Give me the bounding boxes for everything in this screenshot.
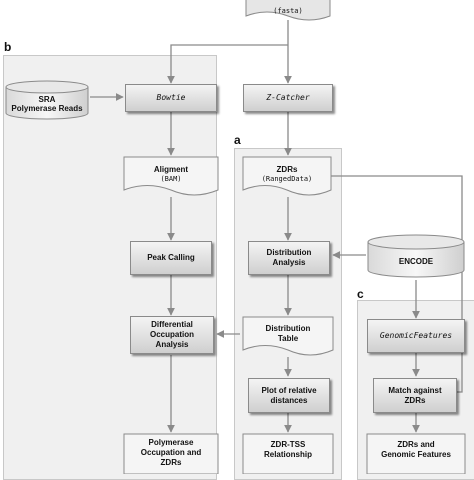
sra-title: SRA <box>38 95 56 104</box>
sra-subtitle: Polymerase Reads <box>11 104 83 113</box>
zdrs-node: ZDRs (RangedData) <box>242 156 332 198</box>
distribution-analysis-node: Distribution Analysis <box>248 241 330 275</box>
polymerase-line1: Polymerase <box>148 438 194 447</box>
arrow-split-bowtie <box>167 44 288 84</box>
polymerase-occupation-node: Polymerase Occupation and ZDRs <box>123 433 219 474</box>
alignment-node: Aligment (BAM) <box>123 156 219 198</box>
plot-distances-line1: Plot of relative <box>261 385 317 395</box>
zdrs-format: (RangedData) <box>261 174 313 183</box>
match-zdrs-line2: ZDRs <box>404 395 426 405</box>
zcatcher-node: Z-Catcher <box>243 84 333 112</box>
zdrs-genomic-node: ZDRs and Genomic Features <box>366 433 466 474</box>
fasta-input-format: (fasta) <box>273 6 303 15</box>
genomicfeatures-node: GenomicFeatures <box>367 319 465 353</box>
zdr-tss-node: ZDR-TSS Relationship <box>242 433 334 474</box>
fasta-input-node: (fasta) <box>245 0 331 22</box>
zdrs-title: ZDRs <box>276 164 298 174</box>
encode-database: ENCODE <box>366 234 466 278</box>
panel-c-label: c <box>357 287 364 301</box>
distribution-table-node: Distribution Table <box>242 316 334 358</box>
plot-distances-line2: distances <box>270 395 308 405</box>
zdr-tss-line2: Relationship <box>263 450 312 459</box>
bowtie-node: Bowtie <box>125 84 217 112</box>
peak-calling-label: Peak Calling <box>147 253 195 262</box>
encode-title: ENCODE <box>398 257 434 266</box>
peak-calling-node: Peak Calling <box>130 241 212 275</box>
bowtie-label: Bowtie <box>156 93 186 102</box>
differential-line2: Occupation <box>149 330 194 339</box>
distribution-table-line2: Table <box>277 334 299 343</box>
alignment-title: Aligment <box>153 164 189 174</box>
distribution-analysis-line2: Analysis <box>272 258 306 267</box>
genomicfeatures-label: GenomicFeatures <box>379 331 453 340</box>
zdr-tss-line1: ZDR-TSS <box>270 440 306 449</box>
match-zdrs-line1: Match against <box>388 385 442 395</box>
zcatcher-label: Z-Catcher <box>266 93 310 102</box>
differential-line3: Analysis <box>155 340 189 349</box>
panel-b-label: b <box>4 40 12 54</box>
distribution-analysis-line1: Distribution <box>266 248 312 257</box>
alignment-format: (BAM) <box>160 174 182 183</box>
zdrs-genomic-line2: Genomic Features <box>381 450 451 459</box>
panel-a-label: a <box>234 133 241 147</box>
differential-occupation-node: Differential Occupation Analysis <box>130 316 214 354</box>
differential-line1: Differential <box>151 320 193 329</box>
sra-database: SRA Polymerase Reads <box>4 80 90 120</box>
polymerase-line2: Occupation and <box>140 448 202 457</box>
distribution-table-line1: Distribution <box>265 324 311 333</box>
polymerase-line3: ZDRs <box>160 458 182 467</box>
zdrs-genomic-line1: ZDRs and <box>397 440 435 449</box>
arrow-zdrs-match <box>331 175 463 396</box>
plot-distances-node: Plot of relative distances <box>248 378 330 413</box>
match-zdrs-node: Match against ZDRs <box>373 378 457 413</box>
